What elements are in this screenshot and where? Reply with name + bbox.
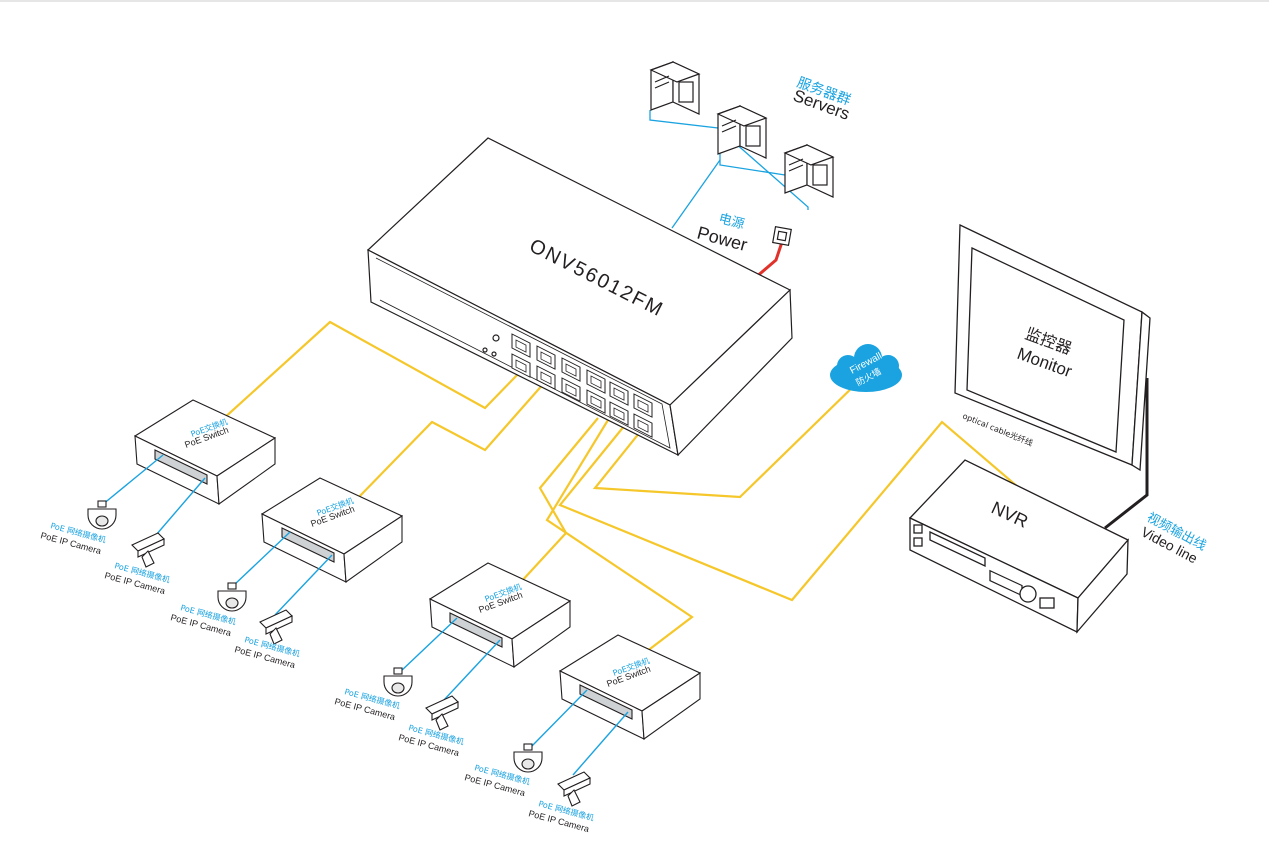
camera-cables bbox=[101, 454, 629, 776]
server-3-icon bbox=[783, 144, 835, 198]
dome-camera-1-icon bbox=[87, 500, 117, 530]
top-border bbox=[0, 0, 1269, 2]
poe-switch-4 bbox=[558, 634, 702, 741]
server-1-icon bbox=[649, 61, 701, 115]
dome-camera-2-icon bbox=[217, 582, 247, 612]
cable-switch2 bbox=[355, 381, 546, 501]
poe-switch-2 bbox=[260, 477, 404, 584]
uplink-cables bbox=[221, 320, 1019, 656]
server-2-icon bbox=[716, 105, 768, 159]
poe-switch-3 bbox=[428, 562, 572, 669]
servers-group bbox=[649, 61, 835, 198]
cable-switch1 bbox=[221, 320, 521, 421]
bullet-camera-1-icon bbox=[131, 532, 165, 568]
cable-firewall bbox=[592, 379, 861, 499]
power-label-cn: 电源 bbox=[717, 211, 746, 232]
power-socket-icon bbox=[772, 226, 792, 246]
bullet-camera-3-icon bbox=[425, 695, 459, 731]
bullet-camera-4-icon bbox=[557, 771, 591, 807]
cable-optical-nvr bbox=[558, 420, 1019, 602]
firewall-cloud-icon bbox=[830, 344, 902, 392]
poe-switch-1 bbox=[133, 399, 277, 506]
main-switch bbox=[366, 137, 793, 457]
bullet-camera-2-icon bbox=[259, 609, 293, 645]
dome-camera-3-icon bbox=[383, 667, 413, 697]
video-line-cable bbox=[1104, 378, 1149, 530]
power-cable bbox=[754, 241, 784, 280]
nvr-icon bbox=[908, 459, 1130, 634]
monitor-icon bbox=[954, 223, 1151, 472]
cable-switch4 bbox=[545, 419, 694, 656]
dome-camera-4-icon bbox=[513, 743, 543, 773]
